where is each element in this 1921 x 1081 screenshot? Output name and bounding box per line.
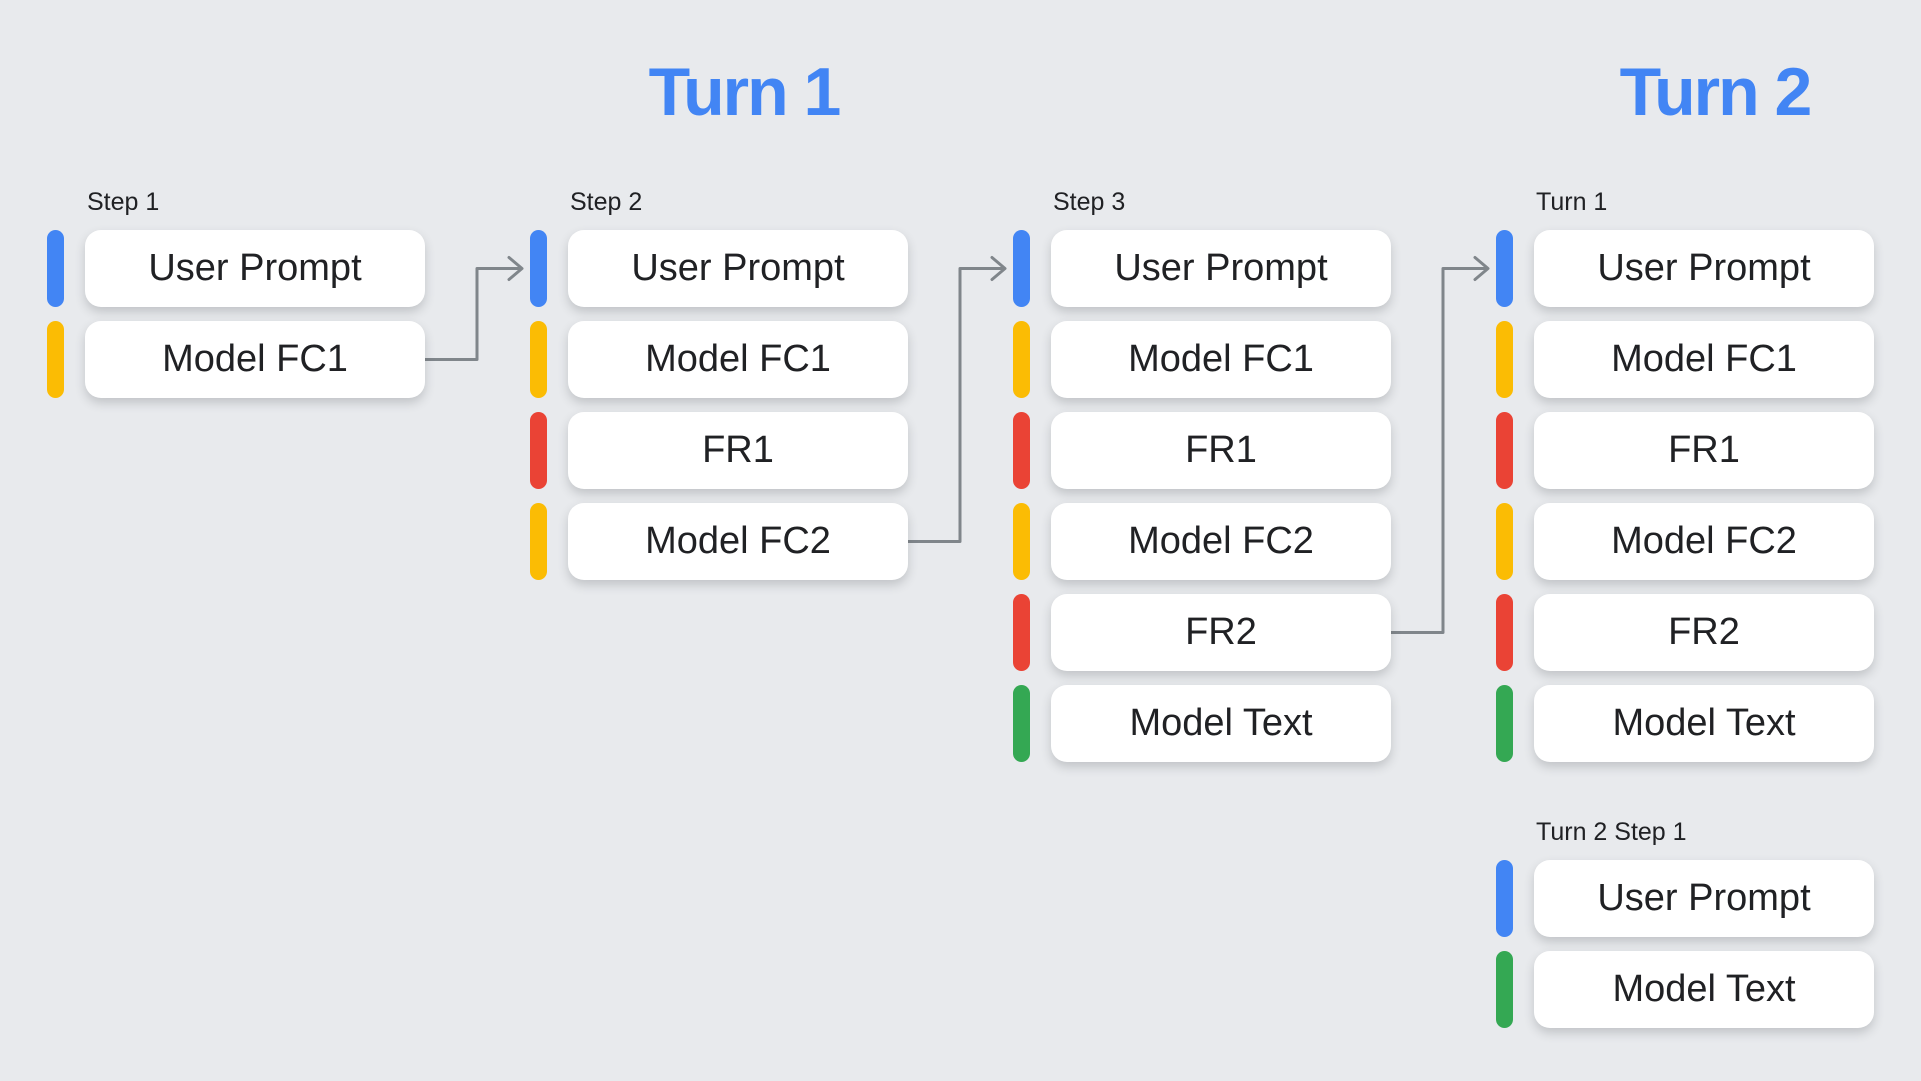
message-row: Model FC1 <box>47 321 425 398</box>
arrowhead-icon <box>1473 256 1490 281</box>
yellow-color-bar <box>1496 503 1513 580</box>
message-row: Model FC1 <box>1013 321 1391 398</box>
message-row: Model FC2 <box>1013 503 1391 580</box>
message-row: User Prompt <box>1013 230 1391 307</box>
arrow-line <box>425 267 520 361</box>
message-row: FR1 <box>1496 412 1874 489</box>
red-color-bar <box>1013 594 1030 671</box>
heading-turn-2: Turn 2 <box>1619 54 1813 130</box>
yellow-color-bar <box>1013 503 1030 580</box>
message-row: Model FC2 <box>530 503 908 580</box>
green-color-bar <box>1496 685 1513 762</box>
yellow-color-bar <box>530 503 547 580</box>
card-model-fc1: Model FC1 <box>85 321 425 398</box>
arrowhead-icon <box>507 256 524 281</box>
card-model-text: Model Text <box>1534 685 1874 762</box>
card-model-text: Model Text <box>1534 951 1874 1028</box>
blue-color-bar <box>530 230 547 307</box>
blue-color-bar <box>1013 230 1030 307</box>
card-user-prompt: User Prompt <box>1051 230 1391 307</box>
yellow-color-bar <box>1496 321 1513 398</box>
message-row: Model FC2 <box>1496 503 1874 580</box>
column-label: Turn 2 Step 1 <box>1536 818 1687 846</box>
card-user-prompt: User Prompt <box>1534 860 1874 937</box>
message-row: FR2 <box>1496 594 1874 671</box>
message-row: User Prompt <box>47 230 425 307</box>
blue-color-bar <box>47 230 64 307</box>
card-fr1: FR1 <box>1051 412 1391 489</box>
card-user-prompt: User Prompt <box>1534 230 1874 307</box>
red-color-bar <box>1496 412 1513 489</box>
message-row: User Prompt <box>1496 230 1874 307</box>
column-label: Step 1 <box>87 188 160 216</box>
card-fr1: FR1 <box>1534 412 1874 489</box>
message-row: FR1 <box>1013 412 1391 489</box>
card-user-prompt: User Prompt <box>85 230 425 307</box>
arrow-line <box>908 267 1003 543</box>
column-label: Step 3 <box>1053 188 1126 216</box>
message-row: FR1 <box>530 412 908 489</box>
card-model-fc2: Model FC2 <box>1534 503 1874 580</box>
card-user-prompt: User Prompt <box>568 230 908 307</box>
green-color-bar <box>1496 951 1513 1028</box>
column-label: Step 2 <box>570 188 643 216</box>
card-fr1: FR1 <box>568 412 908 489</box>
message-row: Model FC1 <box>530 321 908 398</box>
card-model-fc1: Model FC1 <box>1051 321 1391 398</box>
blue-color-bar <box>1496 860 1513 937</box>
card-fr2: FR2 <box>1534 594 1874 671</box>
yellow-color-bar <box>47 321 64 398</box>
message-row: Model Text <box>1496 951 1874 1028</box>
heading-turn-1: Turn 1 <box>648 54 842 130</box>
arrow-line <box>1391 267 1486 634</box>
green-color-bar <box>1013 685 1030 762</box>
message-row: Model Text <box>1496 685 1874 762</box>
card-fr2: FR2 <box>1051 594 1391 671</box>
red-color-bar <box>530 412 547 489</box>
column-label: Turn 1 <box>1536 188 1608 216</box>
yellow-color-bar <box>530 321 547 398</box>
message-row: Model FC1 <box>1496 321 1874 398</box>
card-model-fc2: Model FC2 <box>1051 503 1391 580</box>
red-color-bar <box>1013 412 1030 489</box>
card-model-fc1: Model FC1 <box>1534 321 1874 398</box>
message-row: User Prompt <box>1496 860 1874 937</box>
arrowhead-icon <box>990 256 1007 281</box>
message-row: User Prompt <box>530 230 908 307</box>
card-model-text: Model Text <box>1051 685 1391 762</box>
yellow-color-bar <box>1013 321 1030 398</box>
message-row: FR2 <box>1013 594 1391 671</box>
blue-color-bar <box>1496 230 1513 307</box>
red-color-bar <box>1496 594 1513 671</box>
message-row: Model Text <box>1013 685 1391 762</box>
card-model-fc1: Model FC1 <box>568 321 908 398</box>
card-model-fc2: Model FC2 <box>568 503 908 580</box>
